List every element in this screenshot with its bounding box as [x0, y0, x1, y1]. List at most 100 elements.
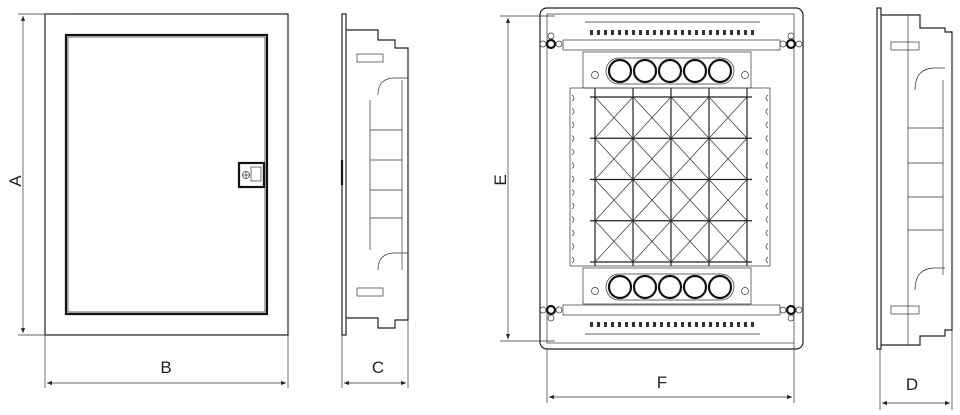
grid-cross [708, 179, 748, 221]
ear-hole [547, 314, 555, 322]
mounting-ears [539, 32, 803, 322]
side-view-door [340, 13, 409, 336]
screw-hole [741, 71, 749, 79]
grid-cross [670, 138, 710, 180]
comb-tooth [604, 30, 607, 35]
grid-cross [670, 179, 710, 221]
comb-tooth [611, 30, 614, 35]
scallop [571, 135, 575, 142]
rail-combs [590, 30, 754, 327]
scallop [571, 243, 575, 250]
dimension-label-c: C [372, 358, 384, 377]
grid-cross [708, 96, 748, 139]
scallop [571, 229, 575, 237]
knockout-circle [657, 274, 683, 300]
cable-knockouts [591, 57, 749, 301]
screw-hole [591, 71, 599, 79]
comb-tooth [681, 322, 684, 327]
ear-hole [795, 40, 803, 48]
comb-tooth [611, 322, 614, 327]
comb-tooth [632, 30, 635, 35]
comb-tooth [590, 30, 593, 35]
grid-cross [594, 138, 634, 180]
knockout-circle [607, 274, 633, 300]
comb-tooth [604, 322, 607, 327]
grid-cross [632, 138, 672, 180]
ear-hole [539, 40, 547, 48]
scallop [571, 162, 575, 169]
grid-cross [632, 96, 672, 139]
dimension-label-f: F [657, 373, 667, 392]
dimension-b: B [44, 335, 289, 388]
comb-tooth [716, 30, 719, 35]
knockout-circle [632, 58, 658, 84]
scallop [765, 229, 769, 237]
comb-tooth [709, 322, 712, 327]
comb-tooth [590, 322, 593, 327]
scallop [765, 148, 769, 156]
scallop [765, 121, 769, 129]
comb-tooth [646, 322, 649, 327]
scallop [765, 216, 769, 223]
scallop [571, 108, 575, 115]
scallop [571, 216, 575, 223]
screw-hole [741, 287, 749, 295]
comb-tooth [646, 30, 649, 35]
grid-cross [632, 220, 672, 263]
scallop [571, 148, 575, 156]
knockout-circle [682, 58, 708, 84]
dimension-f: F [546, 343, 795, 403]
knockout-strip [605, 57, 735, 85]
knockout-circle [632, 274, 658, 300]
scallop [765, 162, 769, 169]
mounting-ear-icon [785, 38, 797, 50]
scallop [765, 135, 769, 142]
comb-tooth [625, 322, 628, 327]
comb-tooth [730, 30, 733, 35]
scallop [765, 189, 769, 196]
comb-tooth [639, 322, 642, 327]
mounting-ear-icon [545, 38, 557, 50]
scallop [571, 189, 575, 196]
knockout-circle [657, 58, 683, 84]
comb-tooth [688, 30, 691, 35]
comb-tooth [709, 30, 712, 35]
knockout-circle [682, 274, 708, 300]
ear-hole [555, 306, 563, 314]
scallop [571, 94, 575, 102]
grid-cross [594, 179, 634, 221]
comb-tooth [618, 30, 621, 35]
comb-tooth [744, 322, 747, 327]
mounting-grid [571, 88, 769, 266]
grid-cross [594, 220, 634, 263]
grid-cross [708, 220, 748, 263]
comb-tooth [723, 30, 726, 35]
screw-hole [591, 287, 599, 295]
comb-tooth [688, 322, 691, 327]
comb-tooth [618, 322, 621, 327]
ear-hole [779, 306, 787, 314]
comb-tooth [730, 322, 733, 327]
dimension-label-b: B [160, 358, 171, 377]
ear-hole [779, 40, 787, 48]
scallop [765, 243, 769, 250]
scallop [571, 256, 575, 264]
scallop [765, 256, 769, 264]
dimension-a: A [6, 13, 70, 336]
ear-hole [539, 306, 547, 314]
ear-hole [547, 32, 555, 40]
mounting-ear-icon [785, 304, 797, 316]
dimension-label-a: A [6, 175, 25, 187]
comb-tooth [653, 322, 656, 327]
comb-tooth [674, 30, 677, 35]
grid-cross [708, 138, 748, 180]
comb-tooth [632, 322, 635, 327]
comb-tooth [716, 322, 719, 327]
comb-tooth [674, 322, 677, 327]
comb-tooth [723, 322, 726, 327]
comb-tooth [737, 322, 740, 327]
comb-tooth [744, 30, 747, 35]
comb-tooth [653, 30, 656, 35]
scallop [571, 202, 575, 210]
comb-tooth [667, 30, 670, 35]
